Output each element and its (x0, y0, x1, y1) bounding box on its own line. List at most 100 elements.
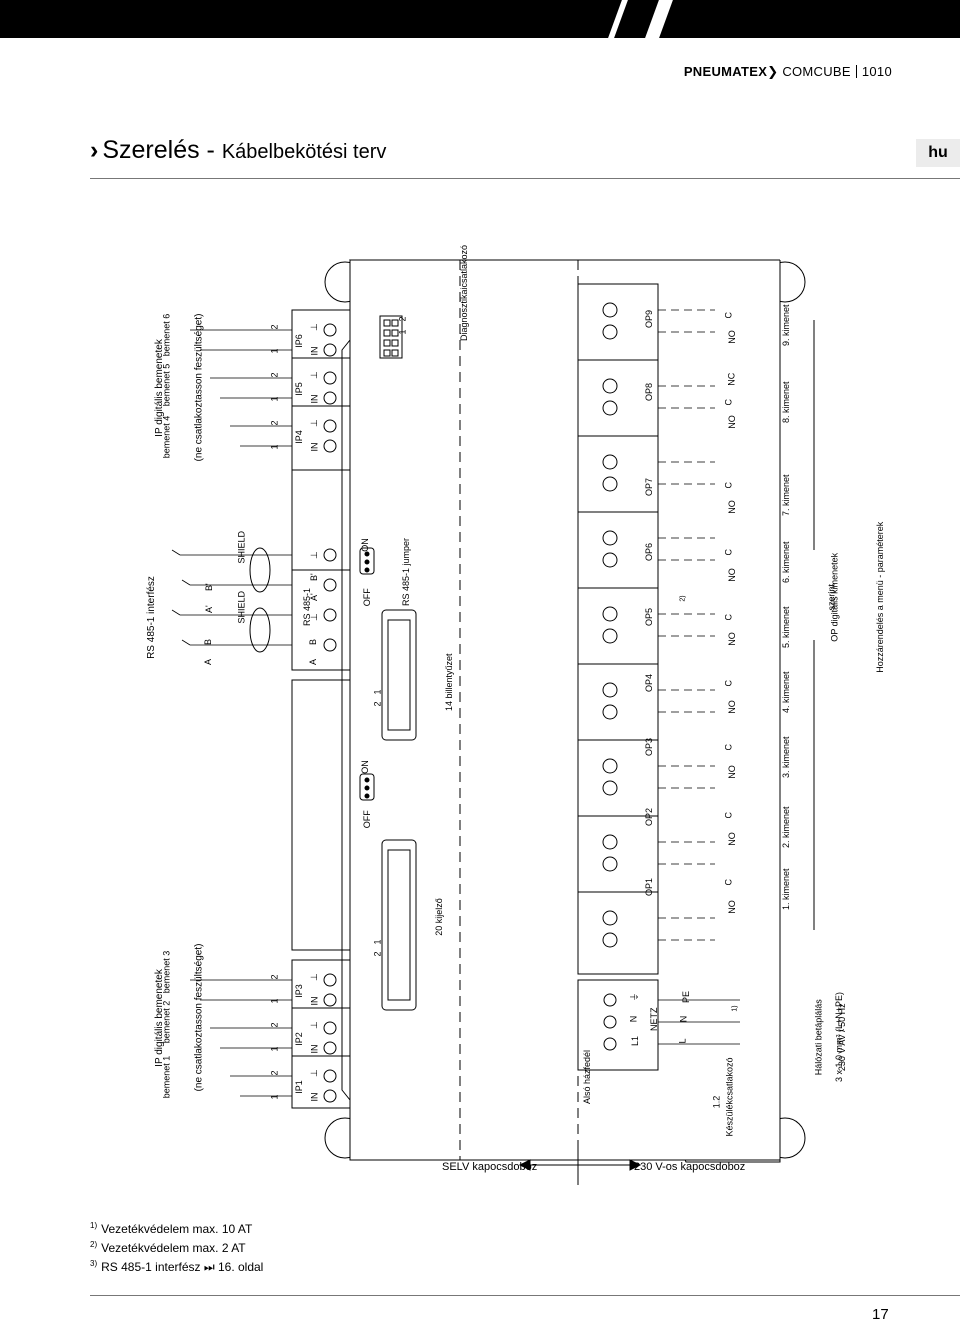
ip-block-num: 2 (270, 1070, 280, 1075)
op-label: OP1 (644, 878, 654, 896)
footnote: 1)Vezetékvédelem max. 10 AT (90, 1218, 263, 1237)
ip-group2-subtitle: (ne csatlakoztasson feszültséget) (193, 314, 204, 462)
ip-block-label: IP1 (294, 1080, 304, 1094)
op-label: OP5 (644, 608, 654, 626)
ip-block-pin: ⊥ (309, 1069, 319, 1077)
op-contact: NO (727, 500, 737, 514)
mains-line1: Hálózati betáplálás (813, 999, 823, 1076)
rs485-jumper: RS 485-1 jumper (401, 538, 411, 606)
ip-block-num: 2 (270, 372, 280, 377)
op-contact: C (724, 549, 734, 556)
op-contact: C (724, 680, 734, 687)
diag-pin: 1 (398, 329, 408, 334)
page-number: 17 (872, 1306, 889, 1323)
rs485-wire-b: B (203, 639, 213, 645)
op-name: 2. kimenet (781, 806, 791, 848)
footnote-text: Vezetékvédelem max. 2 AT (101, 1241, 246, 1255)
ip-block-label: IP5 (294, 382, 304, 396)
ip-group1-title: IP digitális bemenetek (154, 968, 165, 1067)
netz-block (577, 979, 659, 1071)
op-label: OP6 (644, 543, 654, 561)
ip-block-pin: ⊥ (309, 419, 319, 427)
mains-line2: 3 x 1.0 mm² (L+N+PE) (834, 992, 844, 1082)
ip-block-pin: ⊥ (309, 371, 319, 379)
op-contact: NO (727, 700, 737, 714)
ip-group1-subtitle: (ne csatlakoztasson feszültséget) (193, 944, 204, 1092)
op-label: OP8 (644, 383, 654, 401)
header-rule (90, 178, 960, 179)
rs485-pin: ⊥ (309, 613, 319, 621)
device-connector: Készülékcsatlakozó (725, 1057, 735, 1136)
rs485-block-label: RS 485-1 (302, 588, 312, 626)
op-contact: C (724, 744, 734, 751)
input-wires (171, 329, 292, 1097)
mains-line3: 230 V AV / 50 Hz (837, 1003, 847, 1071)
keyboard-connector-icon (381, 609, 417, 741)
ip-block-num: 1 (270, 998, 280, 1003)
jumper-rs485 (359, 547, 375, 575)
ip-block-label: IP4 (294, 430, 304, 444)
display-connector-icon (381, 839, 417, 1011)
netz-wire: N (678, 1016, 688, 1023)
op-legend-line1: OP digitális kimenetek (830, 552, 840, 641)
netz-wire: PE (681, 991, 691, 1003)
output-wires (658, 309, 715, 941)
footnote-num: 1) (90, 1221, 98, 1230)
product-name: COMCUBE (782, 64, 851, 79)
ip-block-pin: IN (310, 1093, 320, 1102)
ip-block-pin: IN (310, 443, 320, 452)
ip-block-label: IP2 (294, 1032, 304, 1046)
op-label: OP3 (644, 738, 654, 756)
footnote: 3)RS 485-1 interfész ⏭ 16. oldal (90, 1256, 263, 1275)
op-contact: NC (727, 372, 737, 385)
op-name: 3. kimenet (781, 736, 791, 778)
model-number: 1010 (861, 64, 892, 79)
housing-label: Alsó házfedél (582, 1050, 592, 1104)
ip-block-num: 1 (270, 444, 280, 449)
ip-block-pin: IN (310, 1045, 320, 1054)
rs485-off: OFF (362, 588, 372, 606)
title-main: Szerelés (102, 136, 200, 164)
op-contact: NO (727, 765, 737, 779)
blank-module (291, 679, 351, 951)
shield-icon (249, 547, 271, 593)
op-contact: NO (727, 832, 737, 846)
ip-block-pin: ⊥ (309, 323, 319, 331)
op-name: 4. kimenet (781, 671, 791, 713)
netz-pin: ⏚ (630, 992, 640, 1001)
diag-connector-label: Diagnosztikaicsatlakozó (459, 245, 469, 341)
rs485-shield: SHIELD (237, 530, 247, 563)
terminal-strip-rs485-ip4-6 (291, 309, 351, 671)
op-label: OP9 (644, 310, 654, 328)
op-contact: C (724, 399, 734, 406)
page-title: ›Szerelés - Kábelbekötési terv (90, 136, 386, 165)
rs485-pin: B' (309, 573, 319, 581)
op-label: OP2 (644, 808, 654, 826)
netz-pin: N (628, 1016, 638, 1023)
ip-block-pin: ⊥ (309, 1021, 319, 1029)
op-legend-line2: Hozzárendelés a menü - paraméterek (875, 521, 885, 673)
op-name: 8. kimenet (781, 381, 791, 423)
jumper2-on: ON (360, 760, 370, 774)
conn-pin: 1 (373, 689, 383, 694)
jumper2-off: OFF (362, 810, 372, 828)
mains-wires (658, 999, 740, 1045)
conn-pin: 1 (373, 939, 383, 944)
screw-row (323, 973, 337, 1103)
footnote-num: 3) (90, 1259, 98, 1268)
footnote-num: 2) (90, 1240, 98, 1249)
ip-block-num: 2 (270, 1022, 280, 1027)
ip-group2-title: IP digitális bemenetek (154, 338, 165, 437)
footnote-text: RS 485-1 interfész ⏭ 16. oldal (101, 1260, 264, 1274)
op-name: 7. kimenet (781, 474, 791, 516)
device-connector-num: 1.2 (711, 1096, 721, 1109)
diag-connector-icon (379, 315, 403, 359)
top-bar-notch (608, 0, 628, 38)
ip-block-num: 1 (270, 1046, 280, 1051)
jumper-2 (359, 773, 375, 801)
conn-pin: 2 (373, 951, 383, 956)
ip-block-num: 1 (270, 396, 280, 401)
ip-block-label: IP6 (294, 334, 304, 348)
rs485-wire-a2: A' (204, 605, 214, 613)
